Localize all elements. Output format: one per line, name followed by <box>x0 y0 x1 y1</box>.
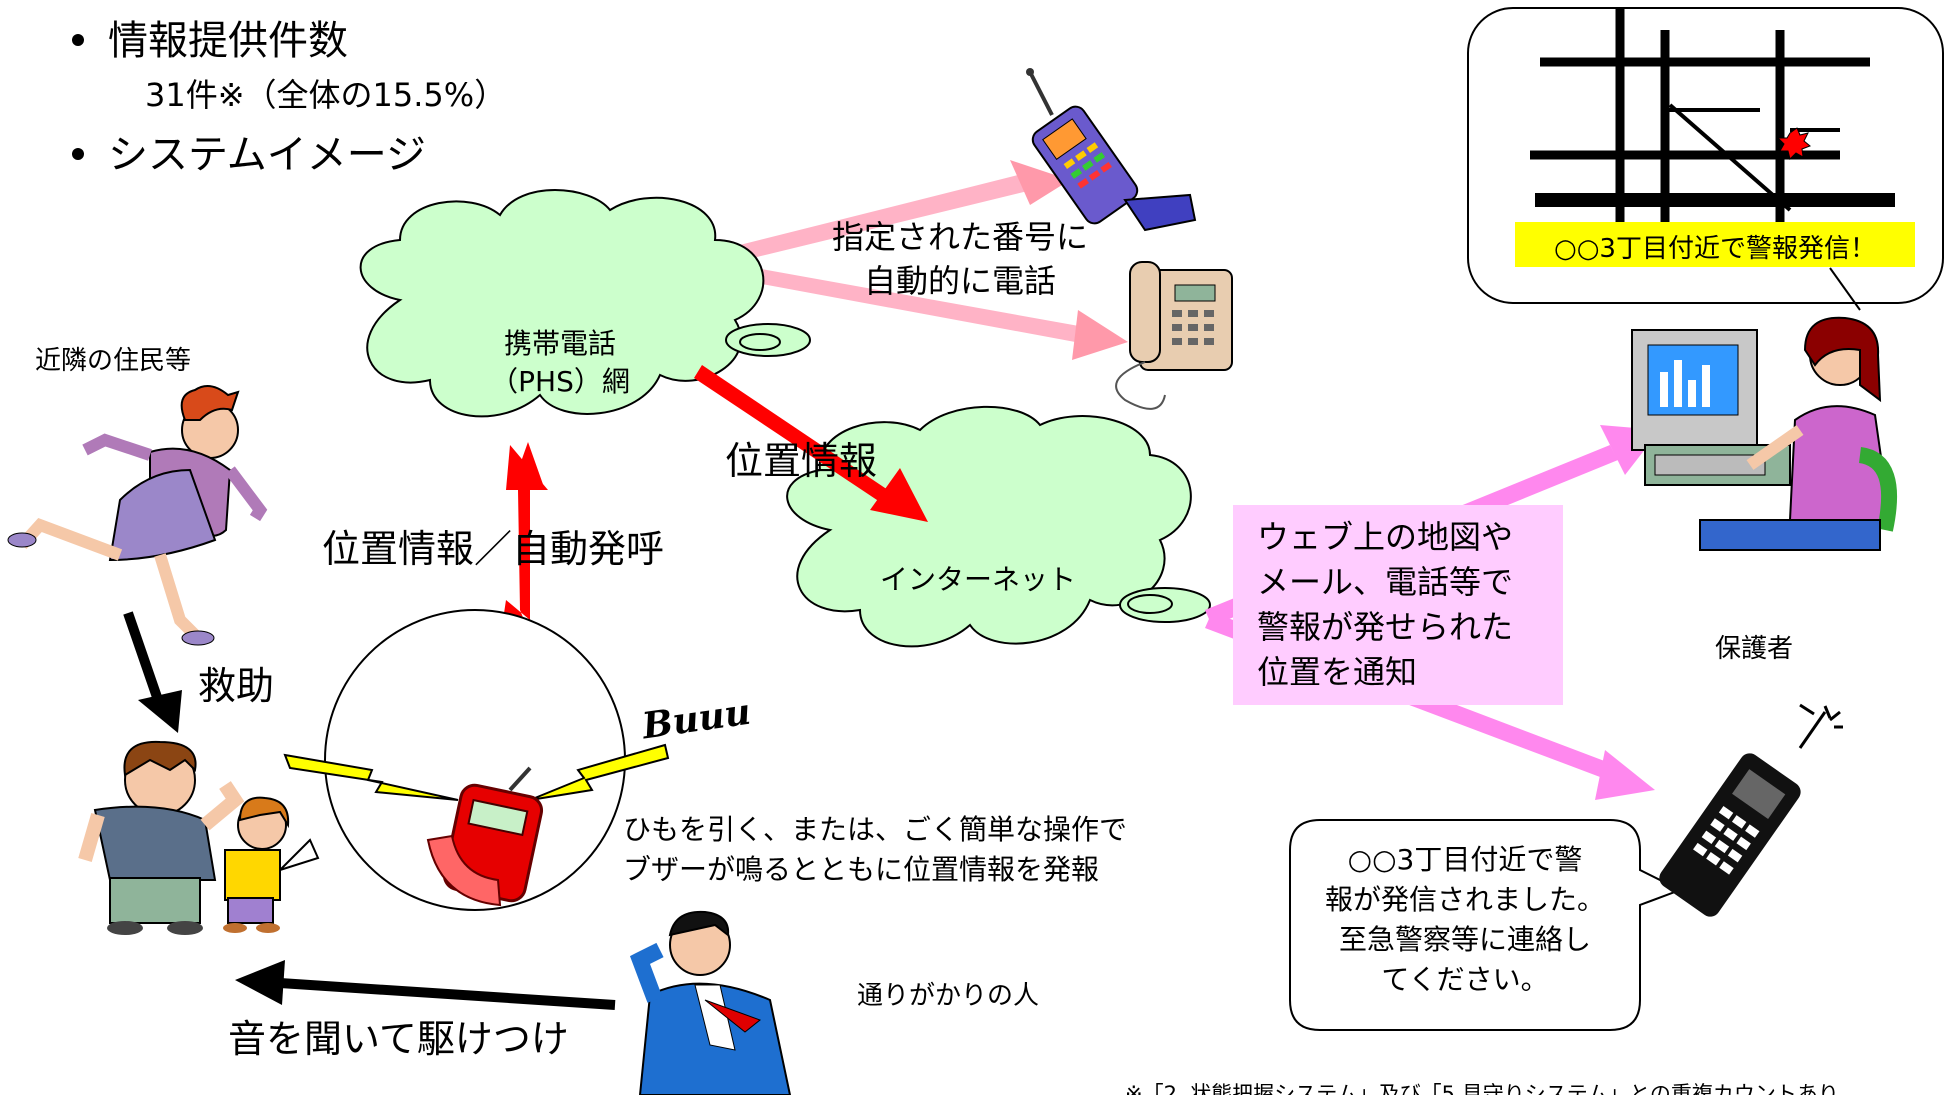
father-child-icon <box>78 740 290 935</box>
businessman-icon <box>629 910 792 1095</box>
bullet-info-count-label: 情報提供件数 <box>108 18 348 64</box>
rescue-label: 救助 <box>198 664 275 708</box>
running-woman-icon <box>7 385 268 646</box>
internet-label: インターネット <box>880 563 1077 596</box>
computer-user-icon <box>1631 316 1898 551</box>
map-alert-label: ○○3丁目付近で警報発信！ <box>1554 234 1876 264</box>
notify-label: ウェブ上の地図や メール、電話等で 警報が発せられた 位置を通知 <box>1257 518 1514 691</box>
arrow-run-to <box>235 960 616 1010</box>
sms-message-label: ○○3丁目付近で警 報が発信されました。 至急警察等に連絡し てください。 <box>1324 843 1605 996</box>
info-count-value: 31件※（全体の15.5%） <box>145 76 507 114</box>
bullet-system-image: システムイメージ <box>72 122 426 180</box>
neighbors-label: 近隣の住民等 <box>35 346 192 376</box>
lightning-left-icon <box>283 753 459 801</box>
desk-phone-icon <box>1115 261 1233 410</box>
guardian-label: 保護者 <box>1715 634 1794 664</box>
map-icon <box>1530 8 1895 230</box>
mobile-phone-icon <box>1026 68 1197 232</box>
footnote: ※「2. 状態把握システム」及び「5.見守りシステム」との重複カウントあり <box>1125 1082 1839 1095</box>
notify-box <box>1233 505 1563 705</box>
sms-bubble <box>1289 819 1683 1031</box>
operation-label: ひもを引く、または、ごく簡単な操作で ブザーが鳴るとともに位置情報を発報 <box>623 813 1128 886</box>
bullet-info-count: 情報提供件数 <box>72 8 348 66</box>
mobile-network-label: 携帯電話 （PHS）網 <box>490 327 630 398</box>
auto-call-label: 指定された番号に 自動的に電話 <box>831 218 1088 300</box>
pager-device-icon <box>426 766 544 907</box>
passerby-label: 通りがかりの人 <box>857 981 1040 1011</box>
lightning-right-icon <box>529 743 670 801</box>
arrow-rescue <box>123 611 182 733</box>
run-to-label: 音を聞いて駆けつけ <box>228 1017 569 1061</box>
mobile-network-cloud <box>359 189 811 418</box>
map-bubble <box>1467 7 1944 311</box>
flip-phone-icon <box>1659 703 1843 917</box>
red-arrow-network-to-internet <box>694 365 928 522</box>
arrow-to-mobile <box>700 160 1070 268</box>
position-info-label: 位置情報 <box>725 439 878 483</box>
arrow-to-deskphone <box>697 258 1128 360</box>
position-auto-call-label: 位置情報／自動発呼 <box>322 527 665 571</box>
internet-cloud <box>786 405 1211 648</box>
bullet-system-image-label: システムイメージ <box>108 132 426 178</box>
